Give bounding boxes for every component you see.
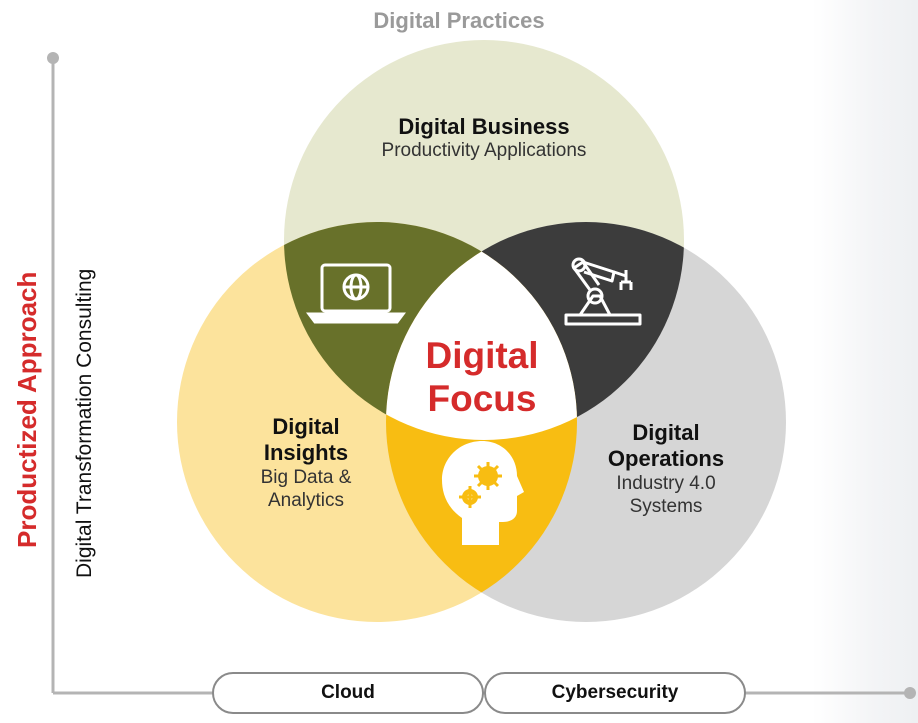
digital-business-block: Digital Business Productivity Applicatio…: [334, 114, 634, 163]
digital-operations-block: Digital Operations Industry 4.0 Systems: [586, 420, 746, 518]
digital-business-title: Digital Business: [398, 114, 570, 139]
cloud-pill: Cloud: [212, 672, 484, 714]
digital-insights-subtitle-2: Analytics: [267, 489, 345, 511]
digital-operations-title-2: Operations: [607, 446, 725, 472]
digital-focus-line-1: Digital: [425, 335, 539, 376]
digital-operations-subtitle-2: Systems: [629, 495, 703, 517]
digital-business-subtitle: Productivity Applications: [381, 140, 587, 162]
overlap-center: [386, 222, 577, 440]
laptop-globe-icon: [306, 263, 406, 324]
digital-insights-block: Digital Insights Big Data & Analytics: [236, 414, 376, 512]
digital-focus-block: Digital Focus: [402, 335, 562, 420]
head-gears-icon: [442, 441, 524, 545]
background-fade: [812, 0, 918, 723]
digital-insights-title-2: Insights: [263, 440, 349, 466]
diagram-title: Digital Practices: [373, 8, 545, 33]
digital-focus-line-2: Focus: [427, 377, 537, 419]
cybersecurity-pill: Cybersecurity: [484, 672, 746, 714]
productized-approach-label: Productized Approach: [12, 271, 42, 548]
robotic-arm-icon: [564, 257, 642, 326]
digital-insights-subtitle-1: Big Data &: [260, 466, 352, 488]
digital-operations-title-1: Digital: [632, 420, 700, 445]
digital-transformation-consulting-label: Digital Transformation Consulting: [73, 268, 96, 578]
digital-operations-subtitle-1: Industry 4.0: [616, 472, 716, 494]
digital-insights-title-1: Digital: [272, 414, 340, 439]
